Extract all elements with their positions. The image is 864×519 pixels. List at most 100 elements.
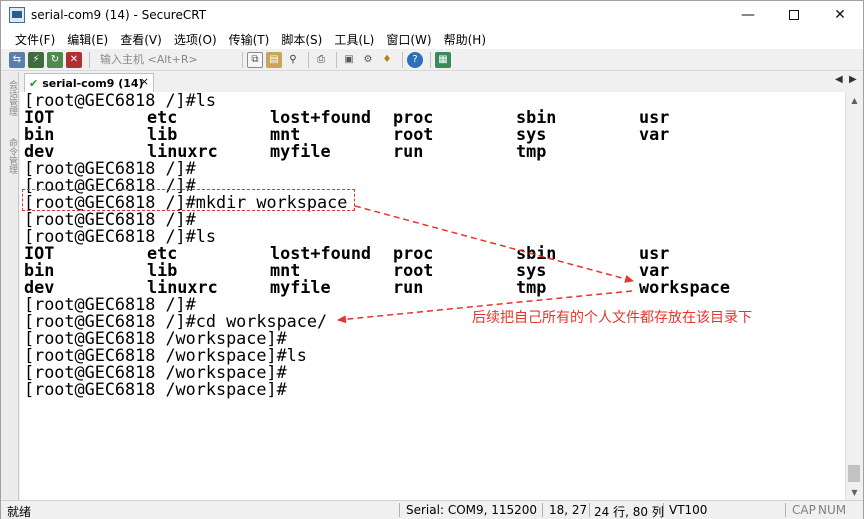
toolbar-separator <box>336 51 337 68</box>
disconnect-icon[interactable]: ✕ <box>66 51 82 68</box>
listing-entry: lib <box>147 124 178 144</box>
terminal-area[interactable]: [root@GEC6818 /]#ls [root@GEC6818 /]# [r… <box>20 92 845 500</box>
status-cursor: 18, 27 <box>549 503 588 517</box>
maximize-icon <box>789 10 799 20</box>
paste-icon[interactable]: ▤ <box>266 51 282 68</box>
listing-entry: bin <box>24 260 55 280</box>
listing-entry: myfile <box>270 277 331 297</box>
reconnect-icon[interactable]: ↻ <box>47 51 63 68</box>
quick-connect-icon[interactable]: ⚡ <box>28 51 44 68</box>
minimize-icon: — <box>741 7 755 23</box>
status-divider <box>663 503 664 517</box>
terminal-line: [root@GEC6818 /]# <box>24 209 196 229</box>
menu-tools[interactable]: 工具(L) <box>334 32 375 47</box>
minimize-button[interactable]: — <box>725 1 771 29</box>
title-bar: serial-com9 (14) - SecureCRT — ✕ <box>1 1 863 29</box>
terminal-line: [root@GEC6818 /]# <box>24 158 196 178</box>
listing-entry: dev <box>24 277 55 297</box>
listing-entry: linuxrc <box>147 277 218 297</box>
app-icon <box>9 7 25 23</box>
settings-icon[interactable]: ⚙ <box>363 54 373 65</box>
status-divider <box>785 503 786 517</box>
listing-entry: tmp <box>516 277 547 297</box>
close-icon: ✕ <box>834 7 846 23</box>
status-caps: CAP <box>792 503 816 517</box>
close-button[interactable]: ✕ <box>817 1 863 29</box>
maximize-button[interactable] <box>771 1 817 29</box>
status-size: 24 行, 80 列 <box>594 505 664 519</box>
status-divider <box>399 503 400 517</box>
status-num: NUM <box>818 503 847 517</box>
vertical-scrollbar[interactable]: ▲ ▼ <box>845 92 863 500</box>
listing-entry: etc <box>147 243 178 263</box>
listing-entry: etc <box>147 107 178 127</box>
menu-view[interactable]: 查看(V) <box>120 32 162 47</box>
window-title: serial-com9 (14) - SecureCRT <box>31 8 207 22</box>
listing-entry: proc <box>393 107 434 127</box>
quick-connect-input[interactable]: 输入主机 <Alt+R> <box>100 52 198 66</box>
copy-icon[interactable]: ⧉ <box>247 51 263 68</box>
listing-entry: myfile <box>270 141 331 161</box>
terminal-line: [root@GEC6818 /workspace]# <box>24 362 287 382</box>
session-options-icon[interactable]: ▣ <box>344 54 354 65</box>
listing-entry: lost+found <box>270 107 372 127</box>
tab-scroll-right-icon[interactable]: ▶ <box>849 74 857 85</box>
listing-entry: run <box>393 277 424 297</box>
menu-window[interactable]: 窗口(W) <box>386 32 432 47</box>
print-icon[interactable]: ⎙ <box>317 54 325 65</box>
command-manager-tab[interactable]: 命令管理 <box>7 138 17 174</box>
tab-strip: ✔ serial-com9 (14) × ◀ ▶ <box>20 72 863 92</box>
listing-entry: lost+found <box>270 243 372 263</box>
menu-script[interactable]: 脚本(S) <box>281 32 323 47</box>
tab-serial-com9[interactable]: ✔ serial-com9 (14) × <box>24 73 154 92</box>
terminal-line: [root@GEC6818 /]#ls <box>24 226 216 246</box>
keymap-icon[interactable]: ♦ <box>382 54 392 65</box>
annotation-note: 后续把自己所有的个人文件都存放在该目录下 <box>472 310 752 326</box>
terminal-line: [root@GEC6818 /]#cd workspace/ <box>24 311 328 331</box>
toolbar-separator <box>89 51 90 68</box>
scroll-up-icon[interactable]: ▲ <box>851 95 858 105</box>
tab-label: serial-com9 (14) <box>42 76 144 90</box>
status-divider <box>542 503 543 517</box>
find-icon[interactable]: ⚲ <box>289 54 297 65</box>
session-manager-tab[interactable]: 会话管理 <box>7 80 17 116</box>
listing-entry: var <box>639 260 670 280</box>
tab-close-icon[interactable]: × <box>139 75 149 88</box>
listing-entry: usr <box>639 243 670 263</box>
listing-entry: dev <box>24 141 55 161</box>
listing-entry: mnt <box>270 260 301 280</box>
toolbar-separator <box>308 51 309 68</box>
toolbar-separator <box>430 51 431 68</box>
connect-icon[interactable]: ⇆ <box>9 51 25 68</box>
toolbar: ⇆ ⚡ ↻ ✕ 输入主机 <Alt+R> ⧉ ▤ ⚲ ⎙ ▣ ⚙ ♦ ? ▦ <box>1 49 863 71</box>
toolbar-separator <box>242 51 243 68</box>
menu-edit[interactable]: 编辑(E) <box>67 32 109 47</box>
terminal-line: [root@GEC6818 /workspace]# <box>24 328 287 348</box>
status-ready: 就绪 <box>7 505 32 519</box>
scroll-down-icon[interactable]: ▼ <box>851 487 858 497</box>
listing-entry: lib <box>147 260 178 280</box>
scroll-thumb[interactable] <box>848 465 860 482</box>
help-icon[interactable]: ? <box>407 51 423 68</box>
menu-options[interactable]: 选项(O) <box>173 32 217 47</box>
mkdir-highlight-box <box>22 189 355 211</box>
listing-entry: tmp <box>516 141 547 161</box>
listing-entry: usr <box>639 107 670 127</box>
listing-entry: root <box>393 124 434 144</box>
status-bar: 就绪 Serial: COM9, 115200 18, 27 24 行, 80 … <box>1 500 863 519</box>
sftp-icon[interactable]: ▦ <box>435 51 451 68</box>
terminal-line: [root@GEC6818 /]#ls <box>24 92 216 110</box>
toolbar-separator <box>402 51 403 68</box>
tab-scroll-left-icon[interactable]: ◀ <box>835 74 843 85</box>
listing-entry: bin <box>24 124 55 144</box>
listing-entry: linuxrc <box>147 141 218 161</box>
listing-entry-workspace: workspace <box>639 277 730 297</box>
session-sidebar: 会话管理 命令管理 <box>1 72 19 500</box>
listing-entry: sbin <box>516 107 557 127</box>
menu-transfer[interactable]: 传输(T) <box>228 32 270 47</box>
terminal-line: [root@GEC6818 /]# <box>24 294 196 314</box>
terminal-line: [root@GEC6818 /workspace]#ls <box>24 345 307 365</box>
menu-file[interactable]: 文件(F) <box>15 32 56 47</box>
menu-help[interactable]: 帮助(H) <box>443 32 486 47</box>
